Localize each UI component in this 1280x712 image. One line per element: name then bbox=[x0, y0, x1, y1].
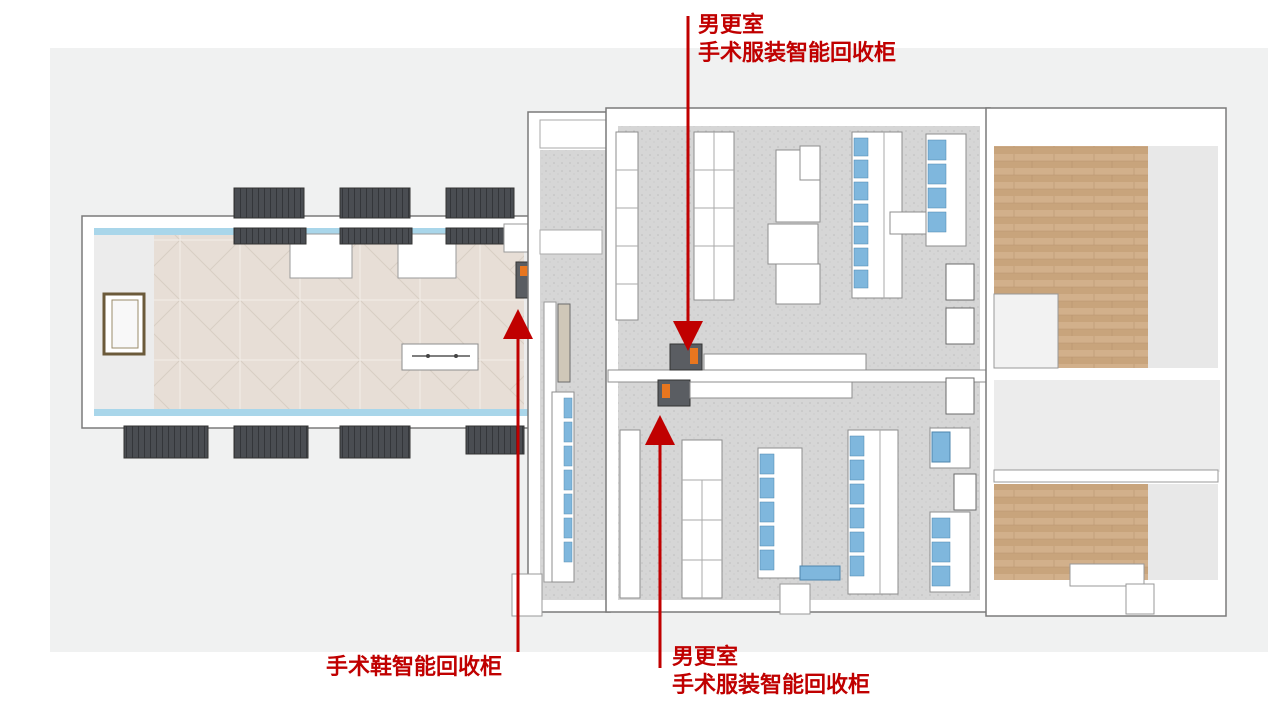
main-room bbox=[605, 107, 991, 615]
callout-top-line1: 男更室 bbox=[698, 13, 765, 38]
annotation-arrows bbox=[503, 16, 703, 668]
left-room bbox=[81, 187, 541, 459]
callout-shoe: 手术鞋智能回收柜 bbox=[326, 654, 502, 682]
callout-bottom-line2: 手术服装智能回收柜 bbox=[672, 673, 871, 698]
callout-bottom: 男更室 手术服装智能回收柜 bbox=[672, 644, 870, 700]
callout-top: 男更室 手术服装智能回收柜 bbox=[698, 12, 896, 68]
callout-shoe-line1: 手术鞋智能回收柜 bbox=[326, 655, 503, 680]
right-room bbox=[985, 107, 1227, 617]
callout-bottom-line1: 男更室 bbox=[672, 645, 739, 670]
callout-top-line2: 手术服装智能回收柜 bbox=[698, 41, 897, 66]
corridor bbox=[511, 111, 611, 617]
